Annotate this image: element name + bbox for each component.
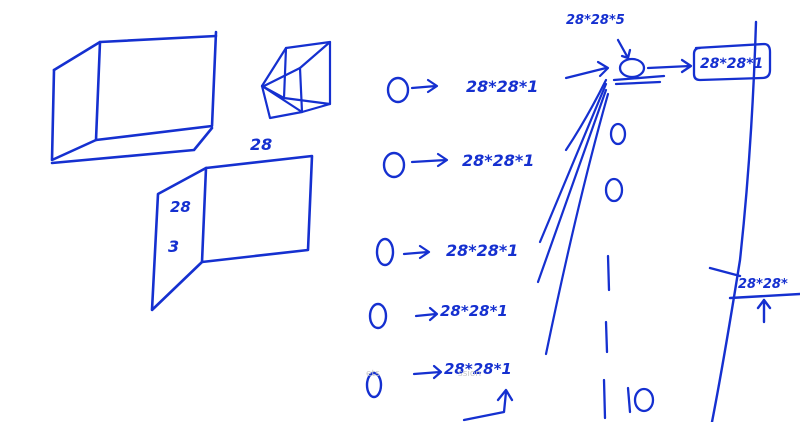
depth-label: 3 — [168, 237, 179, 256]
small-cube-drawing — [260, 40, 332, 120]
output-node — [612, 38, 772, 86]
converging-lines — [536, 60, 610, 356]
faint-text-right: ssion — [458, 369, 482, 379]
width-label: 28 — [250, 135, 272, 154]
filter-circle-5 — [365, 371, 383, 399]
row-label-4: 28*28*1 — [440, 302, 508, 320]
filter-circle-3 — [375, 237, 395, 267]
image-volume-drawing — [150, 154, 314, 312]
bottom-arrow — [462, 388, 514, 422]
row-arrows — [402, 78, 449, 380]
filter-circles — [365, 76, 410, 399]
row-label-3: 28*28*1 — [446, 241, 518, 260]
row-label-2: 28*28*1 — [462, 151, 534, 170]
row-label-5: 28*28*1 — [444, 360, 512, 378]
faint-text-left: ets — [366, 369, 380, 379]
right-partial-label: 28*28* — [738, 277, 788, 292]
filter-circle-2 — [382, 151, 406, 179]
stacked-maps-column — [602, 122, 655, 420]
right-divider — [708, 20, 800, 422]
kernel-label: 28*28*5 — [566, 13, 625, 28]
row-label-1: 28*28*1 — [466, 77, 538, 96]
height-label: 28 — [170, 198, 191, 216]
filter-circle-1 — [386, 76, 410, 104]
output-box-label: 28*28*1 — [700, 56, 763, 72]
large-box-drawing — [50, 30, 218, 165]
filter-circle-4 — [368, 302, 388, 330]
